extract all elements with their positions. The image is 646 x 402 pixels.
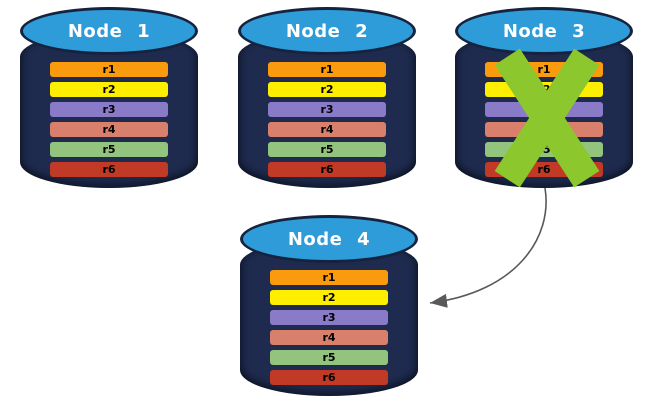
row-label: r5 (102, 143, 116, 156)
replica-row: r5 (50, 142, 168, 157)
replica-row: r4 (50, 122, 168, 137)
replica-row: r1 (268, 62, 386, 77)
replica-row: r6 (270, 370, 388, 385)
row-label: r4 (320, 123, 334, 136)
db-node-4: Node 4 r1 r2 r3 r4 r5 r6 (240, 215, 418, 396)
replica-row: r1 (50, 62, 168, 77)
node-title: Node 1 (67, 20, 151, 42)
replica-row: r2 (268, 82, 386, 97)
row-list: r1 r2 r3 r4 r5 r6 (50, 62, 168, 182)
row-label: r1 (102, 63, 116, 76)
replica-row: r6 (50, 162, 168, 177)
replica-row: r5 (268, 142, 386, 157)
row-label: r3 (102, 103, 116, 116)
row-label: r3 (320, 103, 334, 116)
cylinder-top: Node 1 (20, 7, 198, 55)
db-node-3: Node 3 r1 r2 r3 r4 r5 r6 (455, 7, 633, 188)
row-list: r1 r2 r3 r4 r5 r6 (268, 62, 386, 182)
replica-row: r3 (268, 102, 386, 117)
row-label: r5 (322, 351, 336, 364)
row-label: r3 (322, 311, 336, 324)
row-label: r4 (102, 123, 116, 136)
fail-x-icon (494, 48, 599, 188)
row-label: r4 (322, 331, 336, 344)
row-list: r1 r2 r3 r4 r5 r6 (270, 270, 388, 390)
db-node-2: Node 2 r1 r2 r3 r4 r5 r6 (238, 7, 416, 188)
replica-row: r3 (270, 310, 388, 325)
node-title: Node 2 (285, 20, 369, 42)
row-label: r1 (320, 63, 334, 76)
row-label: r1 (322, 271, 336, 284)
db-node-1: Node 1 r1 r2 r3 r4 r5 r6 (20, 7, 198, 188)
cylinder-top: Node 2 (238, 7, 416, 55)
replica-row: r4 (268, 122, 386, 137)
row-label: r6 (537, 163, 551, 176)
replica-row: r5 (270, 350, 388, 365)
node-title: Node 4 (287, 228, 371, 250)
replica-row: r3 (50, 102, 168, 117)
replica-row: r6 (268, 162, 386, 177)
row-label: r1 (537, 63, 551, 76)
row-label: r2 (322, 291, 336, 304)
replica-row: r4 (270, 330, 388, 345)
row-label: r2 (102, 83, 116, 96)
node-title: Node 3 (502, 20, 586, 42)
row-label: r6 (320, 163, 334, 176)
replica-row: r2 (50, 82, 168, 97)
row-label: r6 (102, 163, 116, 176)
replica-row: r1 (270, 270, 388, 285)
row-label: r2 (320, 83, 334, 96)
cylinder-top: Node 3 (455, 7, 633, 55)
row-label: r5 (320, 143, 334, 156)
replica-row: r2 (270, 290, 388, 305)
cylinder-top: Node 4 (240, 215, 418, 263)
row-label: r6 (322, 371, 336, 384)
